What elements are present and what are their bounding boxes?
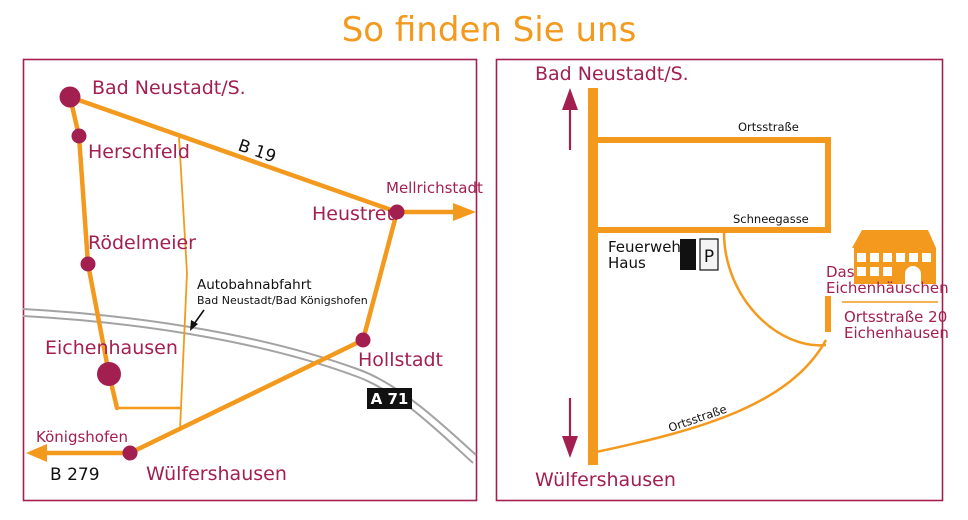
label-road-b279: B 279: [50, 465, 100, 485]
arrow-west-koenigshofen: [26, 444, 47, 462]
road-hollstadt-wuelfershausen: [127, 337, 366, 456]
label-herschfeld: Herschfeld: [88, 141, 190, 163]
town-marker-bad-neustadt: [59, 86, 81, 108]
fire-station-building: [680, 239, 696, 270]
a71-badge: [367, 388, 412, 409]
town-marker-eichenhausen: [97, 362, 121, 386]
label-wuelfershausen: Wülfershausen: [146, 463, 287, 485]
arrow-south-wuelfershausen: [562, 398, 578, 458]
exit-road: [178, 136, 188, 431]
arrow-north-bad-neustadt: [562, 88, 578, 150]
eichenhaeuschen-building-icon: [852, 230, 936, 284]
exit-note-title: Autobahnabfahrt: [197, 277, 312, 293]
parking-sign-letter: P: [704, 247, 714, 267]
label-schneegasse: Schneegasse: [733, 212, 809, 226]
venue-name-line2: Eichenhäuschen: [826, 279, 949, 297]
exit-note-subtitle: Bad Neustadt/Bad Königshofen: [197, 294, 368, 307]
label-ortsstrasse-top: Ortsstraße: [738, 120, 799, 134]
town-marker-heustreu: [389, 204, 405, 220]
fire-station-label-line2: Haus: [608, 254, 646, 272]
exit-pointer-arrow: [190, 309, 205, 331]
venue-address-line2: Eichenhausen: [844, 324, 949, 342]
venue-address-line1: Ortsstraße 20: [844, 308, 947, 326]
local-streets: [588, 88, 831, 465]
town-markers: [59, 86, 405, 461]
label-heustreu: Heustreu: [312, 203, 399, 225]
venue-name-line1: Das: [826, 263, 855, 281]
overview-map: Bad Neustadt/S. Herschfeld Rödelmeier Ei…: [22, 58, 483, 502]
arrow-east-mellrichstadt: [453, 203, 476, 221]
street-curve-inner: [722, 231, 827, 347]
label-mellrichstadt: Mellrichstadt: [386, 179, 483, 197]
town-marker-herschfeld: [71, 128, 87, 144]
street-ortsstrasse-bottom: [595, 339, 828, 454]
fire-station-label-line1: Feuerwehr: [608, 238, 688, 256]
label-local-wuelfershausen: Wülfershausen: [535, 469, 676, 491]
town-marker-roedelmeier: [80, 256, 96, 272]
town-marker-wuelfershausen: [122, 445, 138, 461]
local-map-frame: [495, 58, 944, 502]
label-hollstadt: Hollstadt: [358, 349, 443, 371]
label-local-bad-neustadt: Bad Neustadt/S.: [535, 63, 689, 85]
road-heustreu-hollstadt: [360, 209, 400, 343]
a71-badge-label: A 71: [371, 390, 409, 408]
road-b19: [67, 94, 400, 215]
label-koenigshofen: Königshofen: [36, 428, 128, 446]
overview-map-frame: [22, 58, 478, 502]
label-eichenhausen: Eichenhausen: [45, 337, 178, 359]
local-map: Ortsstraße Schneegasse Ortsstraße Bad Ne…: [495, 58, 949, 502]
parking-sign: [699, 238, 719, 271]
page-title: So finden Sie uns: [342, 10, 637, 50]
label-bad-neustadt: Bad Neustadt/S.: [92, 77, 246, 99]
town-marker-hollstadt: [355, 332, 371, 348]
label-roedelmeier: Rödelmeier: [88, 232, 196, 254]
motorway-a71: [22, 308, 477, 464]
